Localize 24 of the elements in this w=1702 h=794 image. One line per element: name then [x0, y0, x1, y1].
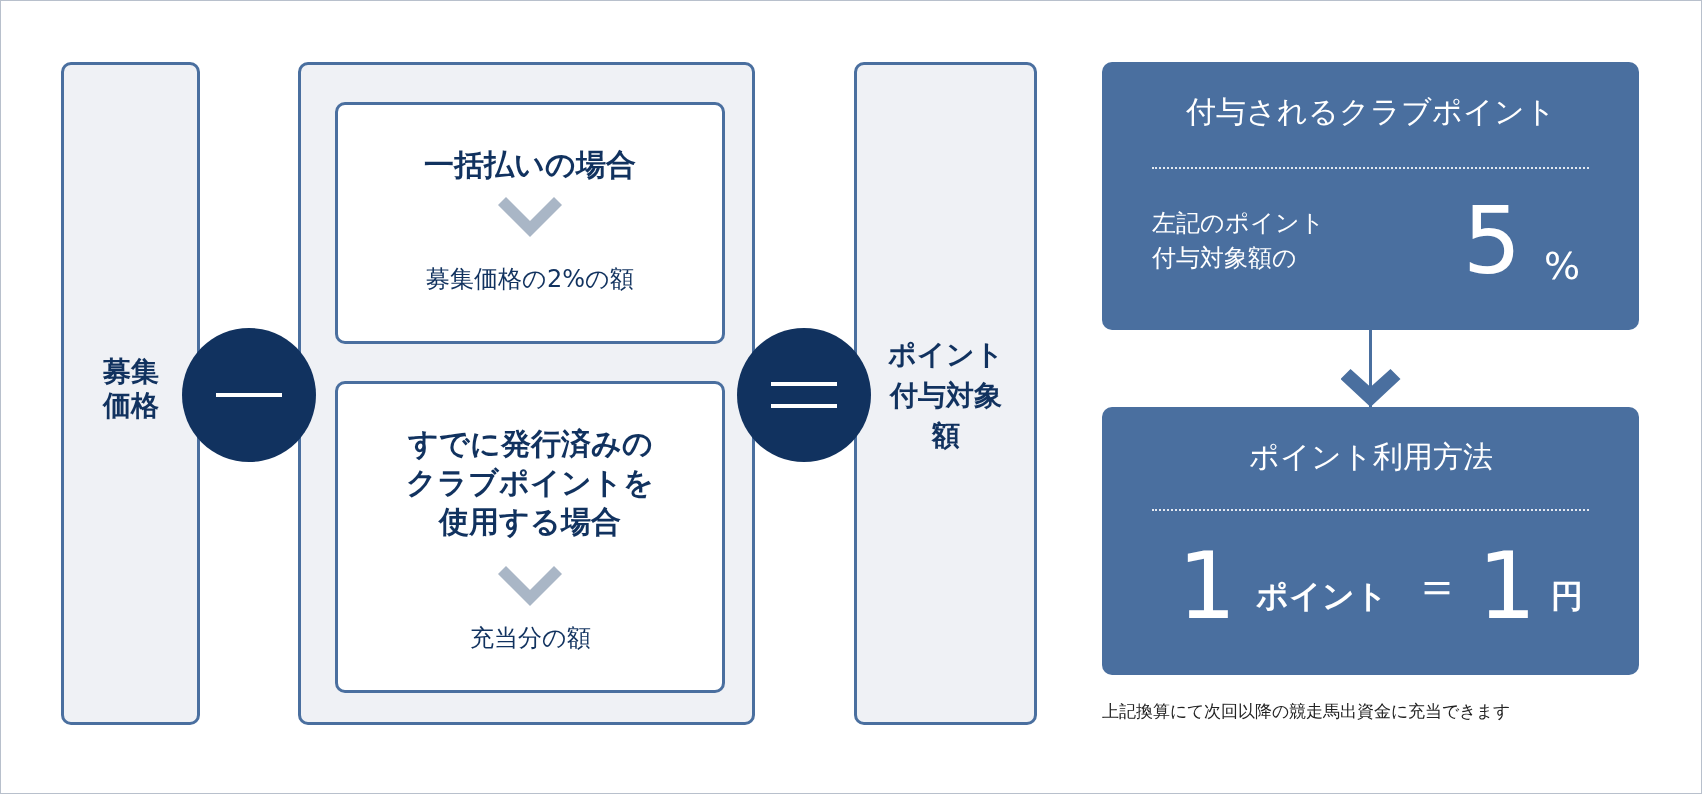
equals-sign: ＝ [1412, 557, 1462, 615]
term-label: 募集価格 [102, 355, 159, 423]
case-heading: すでに発行済みのクラブポイントを使用する場合 [405, 425, 655, 541]
info-card [1102, 407, 1639, 675]
info-card [1102, 62, 1639, 330]
case-result: 募集価格の2%の額 [424, 265, 636, 294]
unit-label: ポイント [1255, 577, 1389, 616]
case-card [335, 381, 725, 693]
result-box [854, 62, 1037, 725]
card-heading: ポイント利用方法 [1247, 439, 1494, 475]
card-heading: 付与されるクラブポイント [1184, 94, 1557, 130]
percent-sign: % [1542, 244, 1582, 290]
rate-number: 5 [1461, 187, 1523, 297]
case-panel [298, 62, 755, 725]
case-heading: 一括払いの場合 [423, 147, 637, 183]
yen-number: 1 [1476, 532, 1538, 642]
unit-label: 円 [1550, 577, 1584, 616]
result-label: ポイント付与対象額 [887, 337, 1004, 455]
term-box [61, 62, 200, 725]
note-text: 上記換算にて次回以降の競走馬出資金に充当できます [1102, 700, 1510, 723]
case-card [335, 102, 725, 344]
card-text: 左記のポイント付与対象額の [1152, 208, 1326, 274]
case-result: 充当分の額 [468, 624, 592, 653]
point-number: 1 [1176, 532, 1238, 642]
